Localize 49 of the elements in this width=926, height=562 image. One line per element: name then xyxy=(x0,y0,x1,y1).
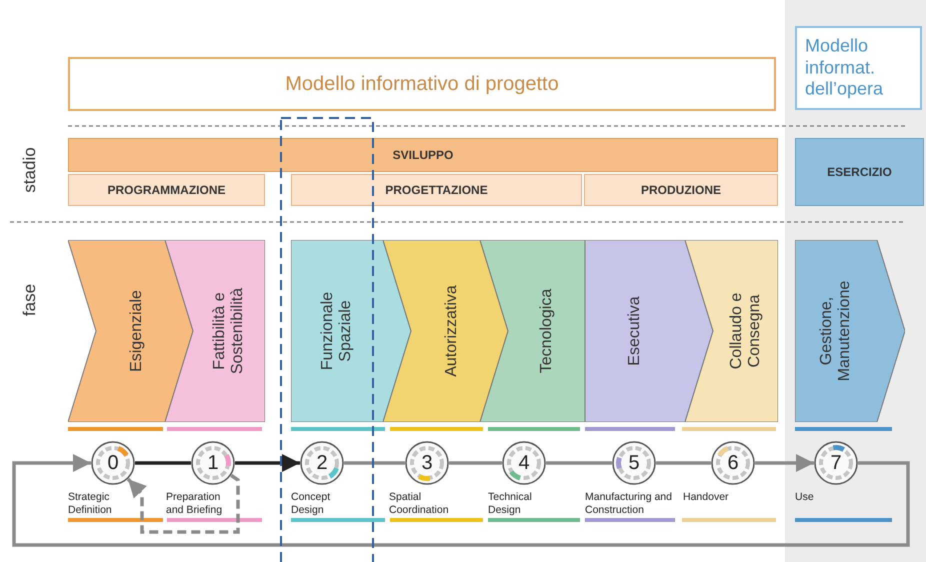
stage-bar xyxy=(68,174,265,206)
connector-line xyxy=(546,461,612,465)
stage-name: SVILUPPO xyxy=(392,148,454,162)
model-box xyxy=(795,26,922,110)
phase-label: Autorizzativa xyxy=(442,284,460,379)
arrow xyxy=(126,474,240,534)
row-label: stadio xyxy=(20,147,40,193)
stage-caption: Use xyxy=(795,491,815,504)
stage-caption: Strategic Definition xyxy=(68,491,113,517)
phase-label: Tecnologica xyxy=(538,288,556,376)
stage-number: 7 xyxy=(829,453,843,473)
row-label: fase xyxy=(20,284,40,316)
phase-label: Esecutiva xyxy=(626,295,644,368)
stage-caption: Spatial Coordination xyxy=(389,491,450,517)
arrow xyxy=(235,454,300,472)
box-title: Modello informat. dell’opera xyxy=(804,36,884,100)
stage-bar xyxy=(291,174,582,206)
stage-name: PRODUZIONE xyxy=(640,182,722,198)
stage-caption: Preparation and Briefing xyxy=(166,491,224,517)
stage-bar xyxy=(584,174,778,206)
phase-label: Esigenziale xyxy=(128,289,146,374)
phase-label: Gestione, Manutenzione xyxy=(818,280,854,384)
stage-number: 0 xyxy=(106,453,120,473)
connector-line xyxy=(135,461,191,465)
stage-caption: Concept Design xyxy=(291,491,332,517)
phase-label: Fattibilità e Sostenibilità xyxy=(211,286,247,376)
box-title: Modello informativo di progetto xyxy=(284,72,560,96)
stage-caption: Manufacturing and Construction xyxy=(585,491,672,517)
stage-bar xyxy=(68,138,778,172)
stage-caption: Handover xyxy=(683,491,730,504)
stage-number: 6 xyxy=(726,453,740,473)
connector-line xyxy=(656,461,711,465)
arrow xyxy=(12,454,910,547)
connector-line xyxy=(344,461,405,465)
arrow xyxy=(755,454,814,472)
stage-name: PROGETTAZIONE xyxy=(384,182,489,198)
stage-number: 4 xyxy=(517,453,531,473)
stage-name: PROGRAMMAZIONE xyxy=(106,182,226,198)
connector-line xyxy=(449,461,502,465)
phase-label: Funzionale Spaziale xyxy=(319,290,355,372)
stage-number: 3 xyxy=(420,453,434,473)
phase-label: Collaudo e Consegna xyxy=(728,292,764,372)
stage-name: ESERCIZIO xyxy=(826,164,893,180)
stage-number: 1 xyxy=(206,453,220,473)
stage-number: 2 xyxy=(315,453,329,473)
model-box xyxy=(68,57,776,111)
stage-number: 5 xyxy=(627,453,641,473)
stage-bar xyxy=(795,138,924,206)
stage-caption: Technical Design xyxy=(488,491,533,517)
